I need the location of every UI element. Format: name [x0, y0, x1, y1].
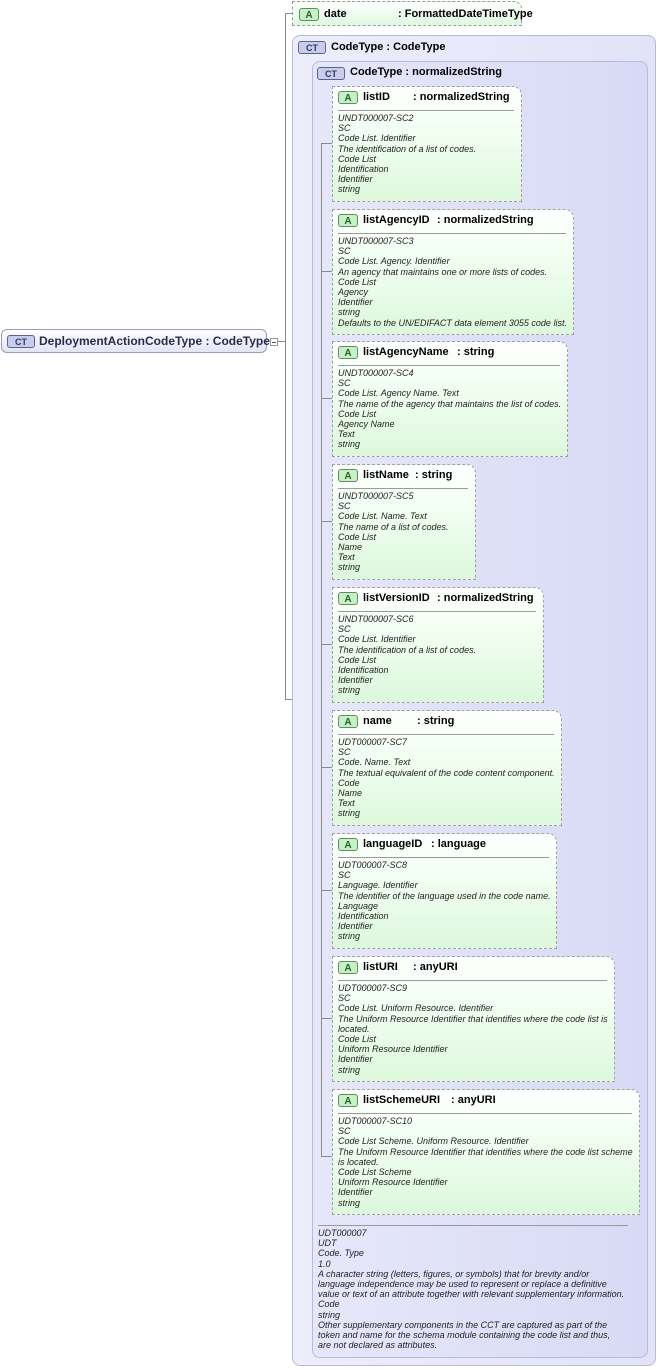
- attribute-icon: A: [338, 838, 358, 851]
- attribute-name: listVersionID: [363, 592, 430, 604]
- attribute-type: : anyURI: [413, 961, 458, 973]
- divider: [338, 110, 514, 111]
- divider: [338, 980, 607, 981]
- attribute-type: : normalizedString: [413, 91, 510, 103]
- divider: [338, 1113, 632, 1114]
- complex-type-title: CodeType : CodeType: [331, 41, 446, 53]
- divider: [338, 734, 554, 735]
- complex-type-icon: CT: [298, 41, 326, 54]
- attribute-type: : language: [431, 838, 487, 850]
- attribute-listid[interactable]: A listID : normalizedString UNDT000007-S…: [332, 86, 522, 202]
- attribute-name: listURI: [363, 961, 398, 973]
- attribute-date[interactable]: A date : FormattedDateTimeType: [292, 1, 533, 26]
- divider: [318, 1225, 628, 1226]
- attribute-icon: A: [338, 91, 358, 104]
- attribute-name: name: [363, 715, 392, 727]
- connector-attr: [321, 521, 332, 522]
- attribute-name: listAgencyName: [363, 346, 449, 358]
- attribute-icon: A: [338, 1094, 358, 1107]
- connector-attr: [321, 1018, 332, 1019]
- attribute-icon: A: [338, 346, 358, 359]
- attribute-icon: A: [338, 715, 358, 728]
- connector-attr: [321, 1156, 332, 1157]
- divider: [338, 233, 566, 234]
- root-title: DeploymentActionCodeType : CodeType: [39, 334, 270, 348]
- complex-type-icon: CT: [317, 67, 345, 80]
- connector-attr: [321, 271, 332, 272]
- attribute-icon: A: [299, 8, 319, 21]
- collapse-toggle[interactable]: [270, 338, 278, 346]
- attribute-name: listName: [363, 469, 409, 481]
- divider: [338, 488, 468, 489]
- connector-attributes: [321, 143, 322, 1157]
- connector-attr: [321, 143, 332, 144]
- attribute-type: : string: [415, 469, 453, 481]
- connector-attr: [321, 398, 332, 399]
- attribute-icon: A: [338, 961, 358, 974]
- connector-trunk: [285, 13, 286, 699]
- connector-date: [285, 13, 293, 14]
- attribute-name: date: [324, 8, 347, 20]
- connector-attr: [321, 644, 332, 645]
- attribute-name: listAgencyID: [363, 214, 430, 226]
- connector-root: [276, 341, 285, 342]
- divider: [338, 857, 549, 858]
- connector-attr: [321, 890, 332, 891]
- root-complex-type[interactable]: CT DeploymentActionCodeType : CodeType: [1, 329, 278, 353]
- complex-type-icon: CT: [7, 335, 35, 348]
- attribute-listversionid[interactable]: A listVersionID : normalizedString UNDT0…: [332, 587, 544, 703]
- attribute-type: : FormattedDateTimeType: [398, 8, 533, 20]
- attribute-name: listSchemeURI: [363, 1094, 441, 1106]
- attribute-listagencyname[interactable]: A listAgencyName : string UNDT000007-SC4…: [332, 341, 568, 457]
- attribute-type: : normalizedString: [437, 592, 534, 604]
- attribute-name: languageID: [363, 838, 423, 850]
- complex-type-title: CodeType : normalizedString: [350, 66, 502, 78]
- attribute-type: : normalizedString: [437, 214, 534, 226]
- attribute-name: listID: [363, 91, 390, 103]
- attribute-type: : string: [457, 346, 495, 358]
- divider: [338, 365, 560, 366]
- attribute-listagencyid[interactable]: A listAgencyID : normalizedString UNDT00…: [332, 209, 574, 335]
- attribute-icon: A: [338, 592, 358, 605]
- attribute-icon: A: [338, 469, 358, 482]
- attribute-icon: A: [338, 214, 358, 227]
- attribute-type: : anyURI: [451, 1094, 496, 1106]
- divider: [338, 611, 536, 612]
- attribute-type: : string: [417, 715, 455, 727]
- connector-attr: [321, 767, 332, 768]
